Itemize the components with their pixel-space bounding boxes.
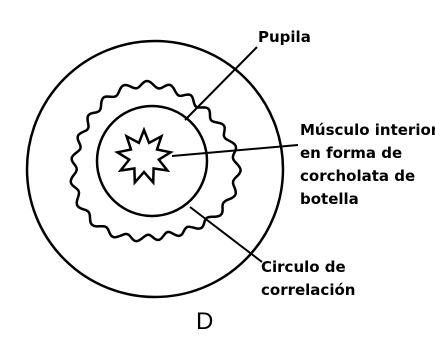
pupila-label-text: Pupila bbox=[258, 28, 311, 46]
panel-letter: D bbox=[196, 308, 214, 335]
circulo-label-line-1: Circulo de bbox=[261, 258, 346, 276]
outer-iris-circle bbox=[25, 39, 285, 299]
inner-circle bbox=[95, 104, 209, 218]
pupila-leader-line bbox=[184, 46, 258, 121]
musculo-label-line-4: botella bbox=[300, 190, 359, 208]
circulo-label-line-2: correlación bbox=[261, 281, 356, 299]
circulo-label: Circulo de correlación bbox=[261, 256, 355, 302]
pupil-star bbox=[114, 126, 174, 186]
musculo-label-line-1: Músculo interior bbox=[300, 121, 435, 139]
musculo-label-line-3: corcholata de bbox=[300, 167, 416, 185]
circulo-leader-line bbox=[189, 206, 263, 263]
pupila-label: Pupila bbox=[258, 26, 311, 49]
correlation-circle bbox=[69, 79, 242, 243]
musculo-leader-line bbox=[171, 144, 299, 157]
musculo-label-line-2: en forma de bbox=[300, 144, 403, 162]
musculo-label: Músculo interior en forma de corcholata … bbox=[300, 119, 435, 211]
